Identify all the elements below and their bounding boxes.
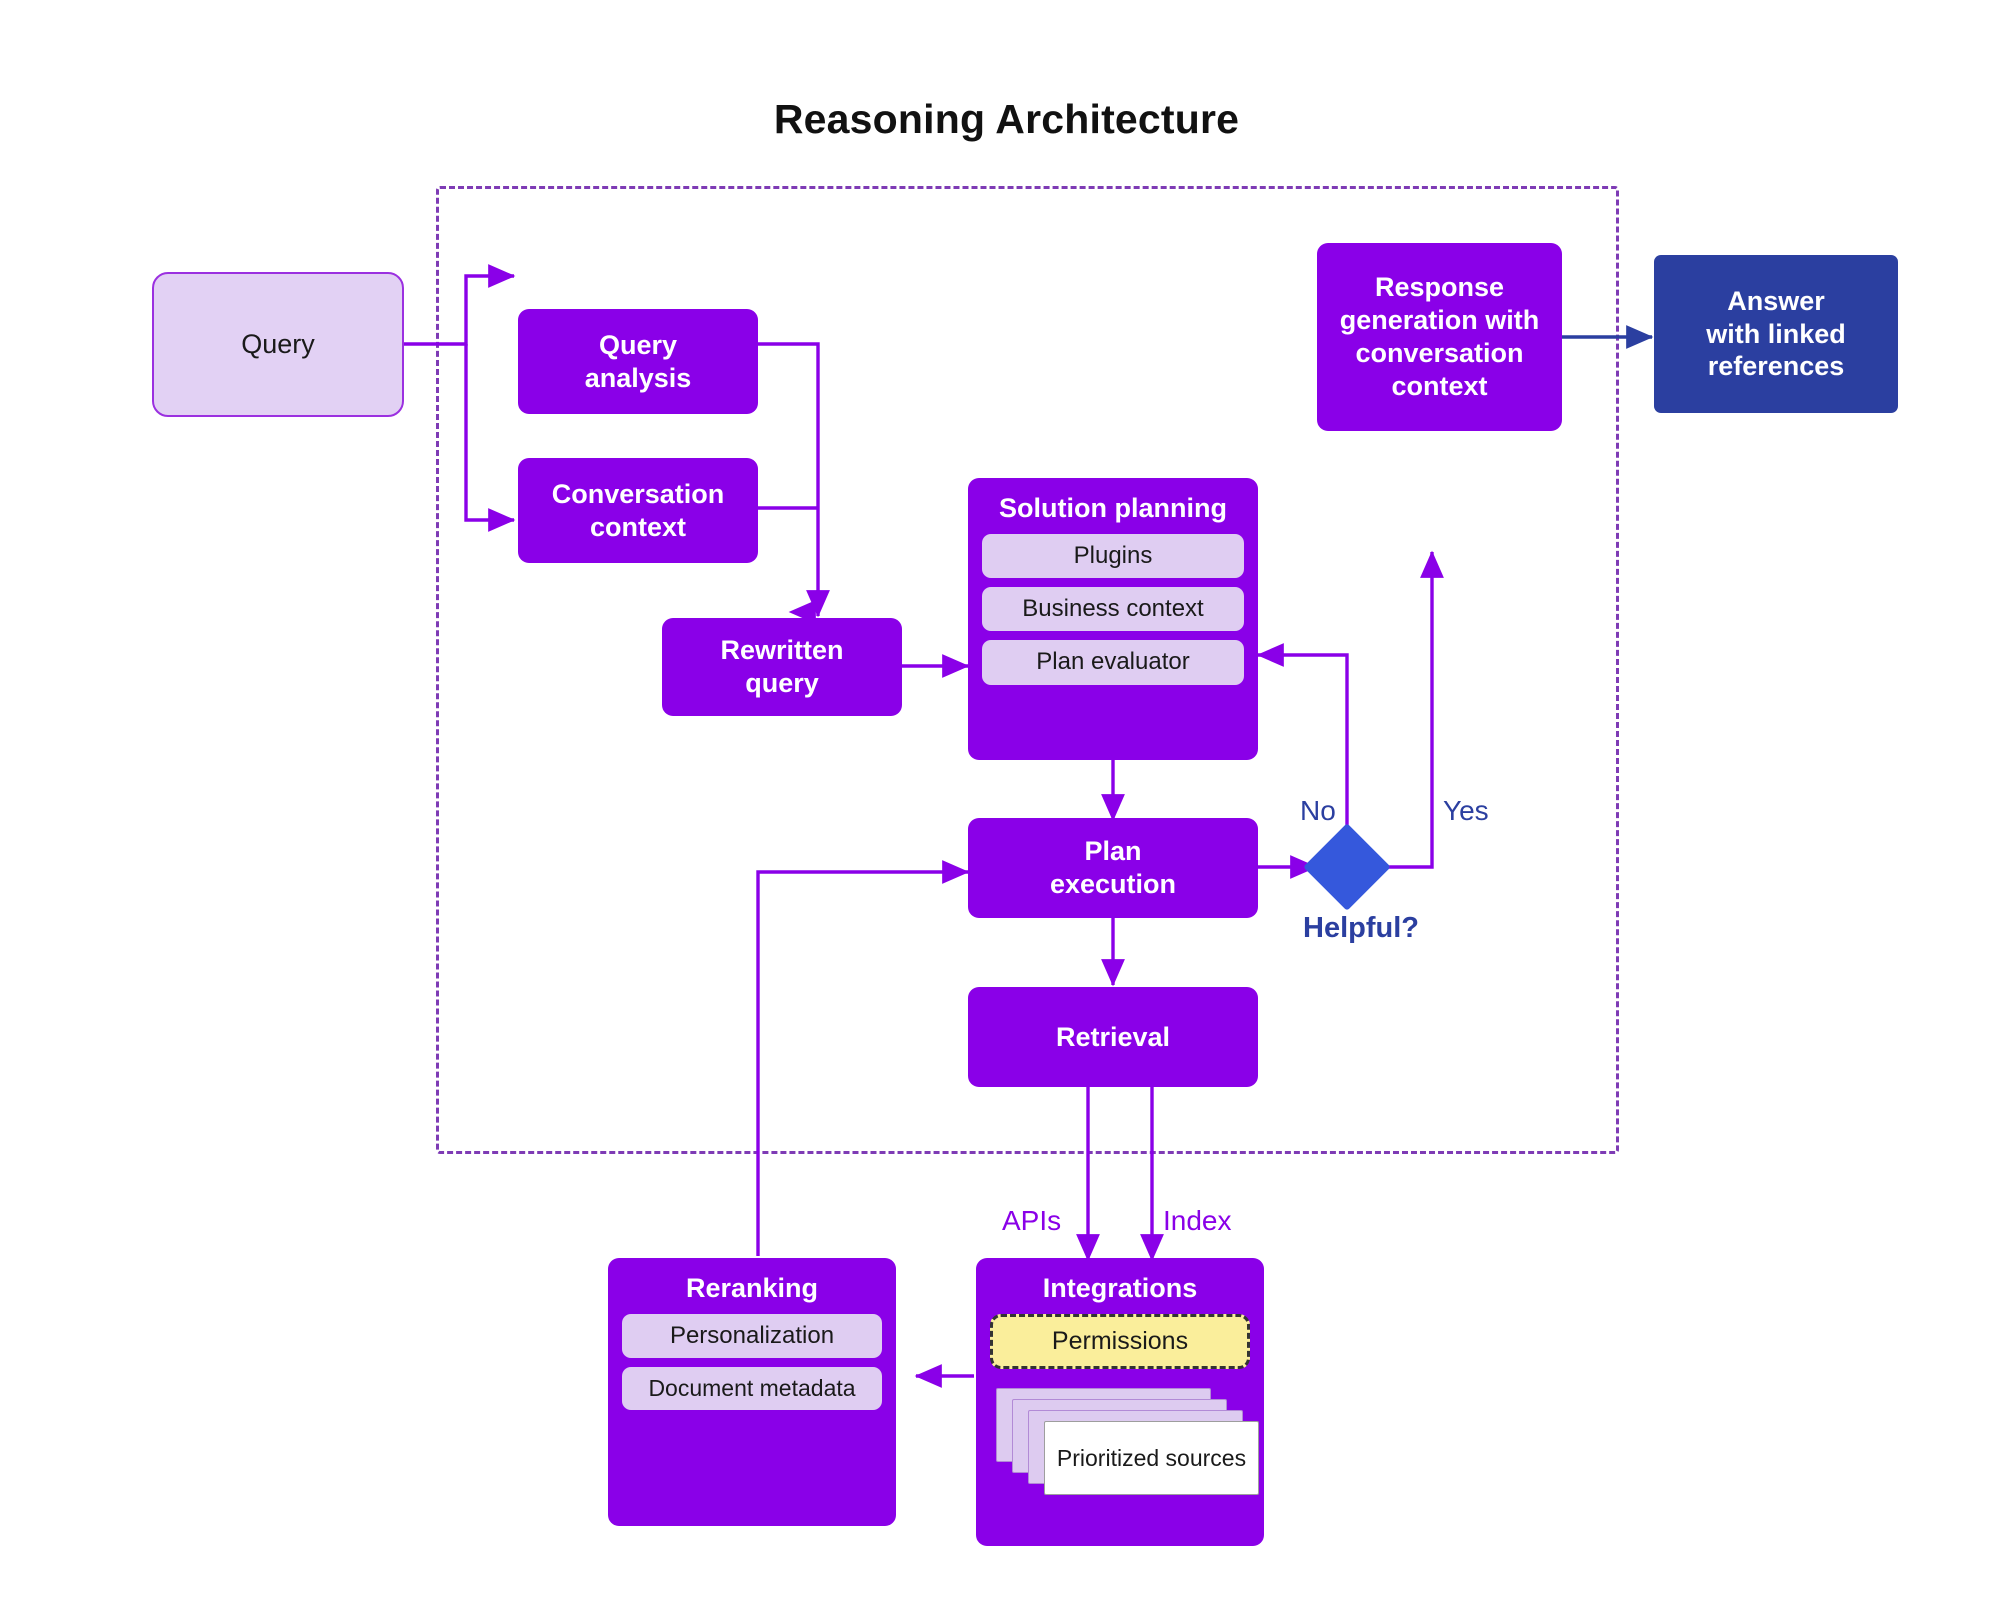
edge-label-index: Index bbox=[1163, 1205, 1232, 1236]
edge-label-yes: Yes bbox=[1443, 795, 1489, 826]
node-plan-execution-line1: Plan bbox=[1084, 836, 1142, 867]
decision-helpful-label: Helpful? bbox=[1303, 912, 1419, 944]
node-response-generation[interactable]: Response generation with conversation co… bbox=[1317, 243, 1562, 431]
prioritized-sources-label: Prioritized sources bbox=[1056, 1444, 1247, 1471]
node-response-generation-line1: Response bbox=[1374, 272, 1505, 303]
node-query[interactable]: Query bbox=[152, 272, 404, 417]
node-conversation-context-line1: Conversation bbox=[551, 478, 725, 509]
reranking-title: Reranking bbox=[685, 1273, 819, 1303]
node-rewritten-query-line2: query bbox=[745, 668, 819, 698]
node-answer-line3: references bbox=[1707, 351, 1845, 382]
solution-planning-item-business-context[interactable]: Business context bbox=[982, 587, 1244, 632]
prioritized-sources-stack[interactable]: Prioritized sources bbox=[990, 1388, 1259, 1496]
page-title: Reasoning Architecture bbox=[773, 96, 1240, 142]
node-plan-execution[interactable]: Plan execution bbox=[968, 818, 1258, 918]
node-answer-with-linked-references[interactable]: Answer with linked references bbox=[1654, 255, 1898, 413]
node-reranking[interactable]: Reranking Personalization Document metad… bbox=[608, 1258, 896, 1526]
node-rewritten-query[interactable]: Rewritten query bbox=[662, 618, 902, 716]
node-answer-line1: Answer bbox=[1727, 285, 1825, 316]
node-response-generation-line2: generation with bbox=[1339, 305, 1540, 336]
edge-label-no: No bbox=[1300, 795, 1336, 826]
node-answer-line2: with linked bbox=[1706, 318, 1846, 349]
node-response-generation-line4: context bbox=[1391, 370, 1488, 401]
solution-planning-item-plugins[interactable]: Plugins bbox=[982, 533, 1244, 579]
reranking-item-personalization[interactable]: Personalization bbox=[622, 1313, 882, 1359]
node-solution-planning[interactable]: Solution planning Plugins Business conte… bbox=[968, 478, 1258, 760]
node-retrieval-label: Retrieval bbox=[1055, 1021, 1171, 1052]
stack-card-front[interactable]: Prioritized sources bbox=[1044, 1421, 1259, 1496]
node-conversation-context[interactable]: Conversation context bbox=[518, 458, 758, 563]
node-rewritten-query-line1: Rewritten bbox=[720, 635, 844, 666]
node-query-analysis[interactable]: Query analysis bbox=[518, 309, 758, 414]
node-conversation-context-line2: context bbox=[589, 511, 687, 542]
system-boundary bbox=[436, 186, 1619, 1154]
node-integrations[interactable]: Integrations Permissions Prioritized sou… bbox=[976, 1258, 1264, 1546]
node-retrieval[interactable]: Retrieval bbox=[968, 987, 1258, 1087]
node-query-analysis-line1: Query bbox=[598, 329, 678, 360]
node-response-generation-line3: conversation bbox=[1355, 338, 1524, 368]
integrations-title: Integrations bbox=[1042, 1273, 1198, 1303]
reranking-item-document-metadata[interactable]: Document metadata bbox=[622, 1367, 882, 1411]
edge-label-apis: APIs bbox=[1002, 1205, 1062, 1236]
integrations-permissions-chip[interactable]: Permissions bbox=[990, 1313, 1250, 1370]
node-query-label: Query bbox=[241, 329, 315, 360]
solution-planning-title: Solution planning bbox=[999, 493, 1227, 523]
node-plan-execution-line2: execution bbox=[1049, 869, 1177, 899]
solution-planning-item-plan-evaluator[interactable]: Plan evaluator bbox=[982, 640, 1244, 685]
node-query-analysis-line2: analysis bbox=[584, 362, 692, 393]
